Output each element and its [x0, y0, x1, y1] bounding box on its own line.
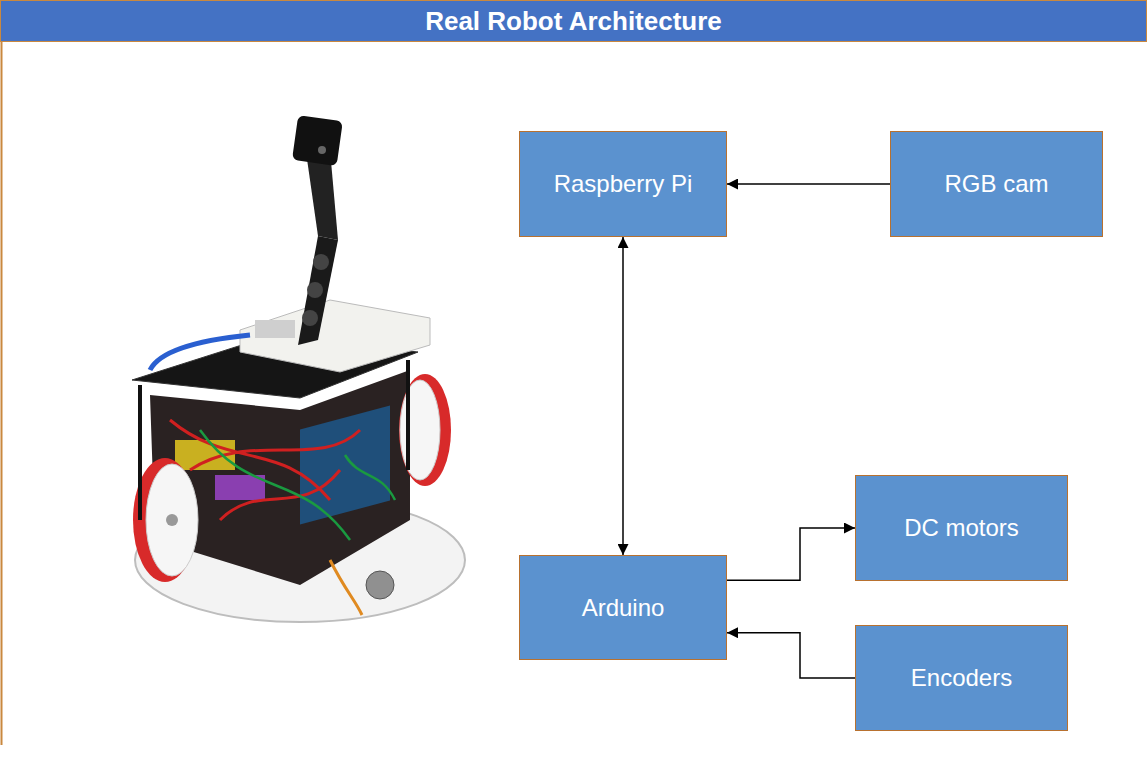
arrow-connector	[727, 183, 890, 185]
mast-hole	[313, 254, 329, 270]
wheel	[146, 464, 198, 576]
pi-case	[240, 300, 430, 372]
title-text: Real Robot Architecture	[425, 6, 722, 37]
box-label: Encoders	[911, 664, 1012, 692]
camera-lens	[318, 146, 326, 154]
mast-hole	[307, 282, 323, 298]
mast-hole	[302, 310, 318, 326]
box-label: Arduino	[582, 594, 665, 622]
arduino-board	[300, 405, 390, 524]
wheel-hub	[166, 514, 178, 526]
usb-cable	[150, 335, 250, 370]
arrow-connector	[727, 528, 855, 580]
box-label: RGB cam	[944, 170, 1048, 198]
box-label: Raspberry Pi	[554, 170, 693, 198]
wheel	[133, 458, 197, 582]
box-label: DC motors	[904, 514, 1019, 542]
arrow-connector	[727, 633, 855, 678]
standoff	[138, 385, 142, 520]
process-box: RGB cam	[890, 131, 1103, 237]
wires	[200, 430, 395, 540]
process-box: Raspberry Pi	[519, 131, 727, 237]
title-band: Real Robot Architecture	[0, 0, 1147, 42]
standoff	[406, 360, 410, 470]
camera-mast	[298, 236, 338, 345]
caster	[366, 571, 394, 599]
process-box: DC motors	[855, 475, 1068, 581]
process-box: Arduino	[519, 555, 727, 660]
camera-head	[292, 115, 343, 166]
arrow-connector	[622, 237, 624, 555]
usb-port	[255, 320, 295, 338]
frame-line	[1, 0, 3, 745]
wires	[170, 420, 360, 520]
process-box: Encoders	[855, 625, 1068, 731]
wires	[330, 560, 362, 615]
